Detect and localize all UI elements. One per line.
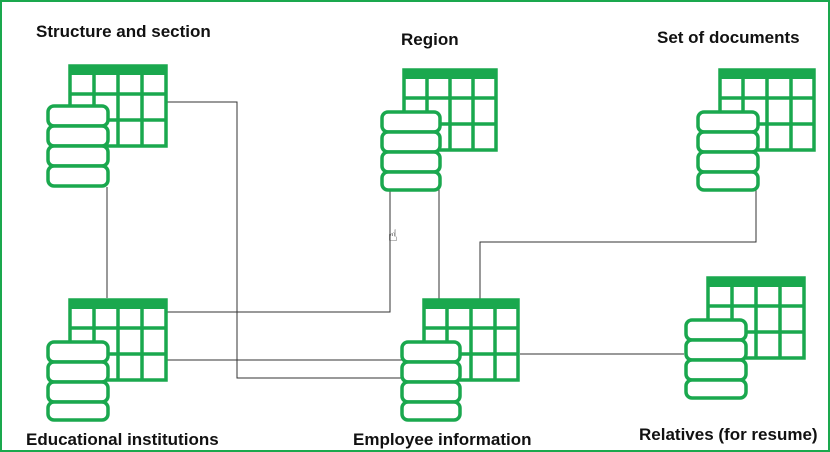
entity-label-region: Region [401, 30, 459, 49]
entity-label-documents: Set of documents [657, 28, 800, 47]
entity-documents [696, 68, 826, 198]
entity-education [46, 298, 176, 428]
connector-region-education [167, 188, 391, 313]
hand-pointer-icon: ☝ [388, 228, 398, 245]
database-table-icon [400, 298, 520, 422]
entity-structure [46, 64, 176, 194]
entity-employee [400, 298, 530, 428]
entity-label-education: Educational institutions [26, 430, 219, 449]
entity-region [380, 68, 510, 198]
entity-label-relatives: Relatives (for resume) [639, 425, 818, 444]
entity-label-employee: Employee information [353, 430, 532, 449]
connector-documents-employee [479, 188, 757, 300]
entity-relatives [684, 276, 814, 406]
database-table-icon [380, 68, 498, 192]
entity-label-structure: Structure and section [36, 22, 211, 41]
database-table-icon [46, 64, 168, 188]
database-table-icon [696, 68, 816, 192]
connector-structure-employee [167, 101, 402, 379]
database-table-icon [46, 298, 168, 422]
database-table-icon [684, 276, 806, 400]
